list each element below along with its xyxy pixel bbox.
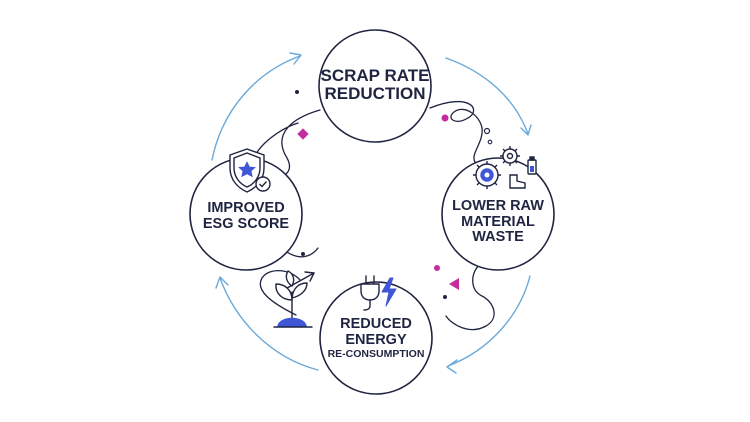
cycle-arrows: [211, 52, 532, 374]
boot-icon: [509, 174, 526, 189]
label-line: SCRAP RATE: [320, 66, 430, 85]
shield-star-check-icon: [229, 148, 271, 193]
pink-diamond-accent: [297, 128, 309, 140]
battery-icon: [527, 156, 537, 175]
gears-wrench-battery-icon: [473, 146, 537, 189]
node-circle-energy: [319, 281, 433, 395]
label-line: REDUCED: [340, 316, 412, 332]
label-line: RE-CONSUMPTION: [327, 348, 425, 361]
arrow-scrap-to-lower: [445, 57, 529, 135]
dark-dot-accent: [301, 252, 305, 256]
dark-dot-accent: [295, 90, 299, 94]
pink-triangle-accent: [449, 278, 459, 290]
pink-dot-accent: [434, 265, 440, 271]
label-line: REDUCTION: [324, 84, 426, 104]
node-circle-lower: [441, 157, 555, 271]
star-icon: [238, 161, 256, 178]
node-label-scrap-rate-reduction: SCRAP RATE REDUCTION: [300, 66, 450, 104]
label-line: IMPROVED: [207, 200, 285, 216]
plug-icon: [360, 275, 380, 311]
pink-dot-accent: [441, 114, 449, 122]
node-label-improved-esg-score: IMPROVED ESG SCORE: [188, 200, 304, 232]
small-gear-icon: [500, 146, 520, 166]
arrow-esg-to-scrap: [211, 55, 301, 161]
node-label-reduced-energy: REDUCED ENERGY RE-CONSUMPTION: [312, 316, 440, 361]
leaf-icon: [275, 283, 293, 301]
label-line: LOWER RAW: [452, 198, 544, 214]
node-circle-scrap: [318, 29, 432, 143]
label-line: ESG SCORE: [202, 215, 290, 232]
check-badge-icon: [255, 176, 271, 192]
arrow-lower-to-energy: [447, 275, 531, 367]
large-gear-icon: [473, 161, 501, 189]
dark-dot-accent: [443, 295, 447, 299]
label-line: MATERIAL: [461, 213, 535, 230]
lightning-icon: [381, 277, 397, 307]
soil-mound-icon: [277, 317, 307, 327]
label-line: WASTE: [472, 229, 524, 246]
decorative-accents: [295, 90, 493, 299]
ring-dot-accent: [483, 127, 491, 135]
plug-lightning-icon: [360, 275, 397, 311]
arrow-energy-to-esg: [219, 277, 319, 371]
label-line: ENERGY: [345, 331, 407, 348]
sprout-arrow-icon: [273, 270, 315, 328]
ring-dot-accent: [487, 139, 493, 145]
node-label-lower-raw-material-waste: LOWER RAW MATERIAL WASTE: [432, 198, 564, 246]
